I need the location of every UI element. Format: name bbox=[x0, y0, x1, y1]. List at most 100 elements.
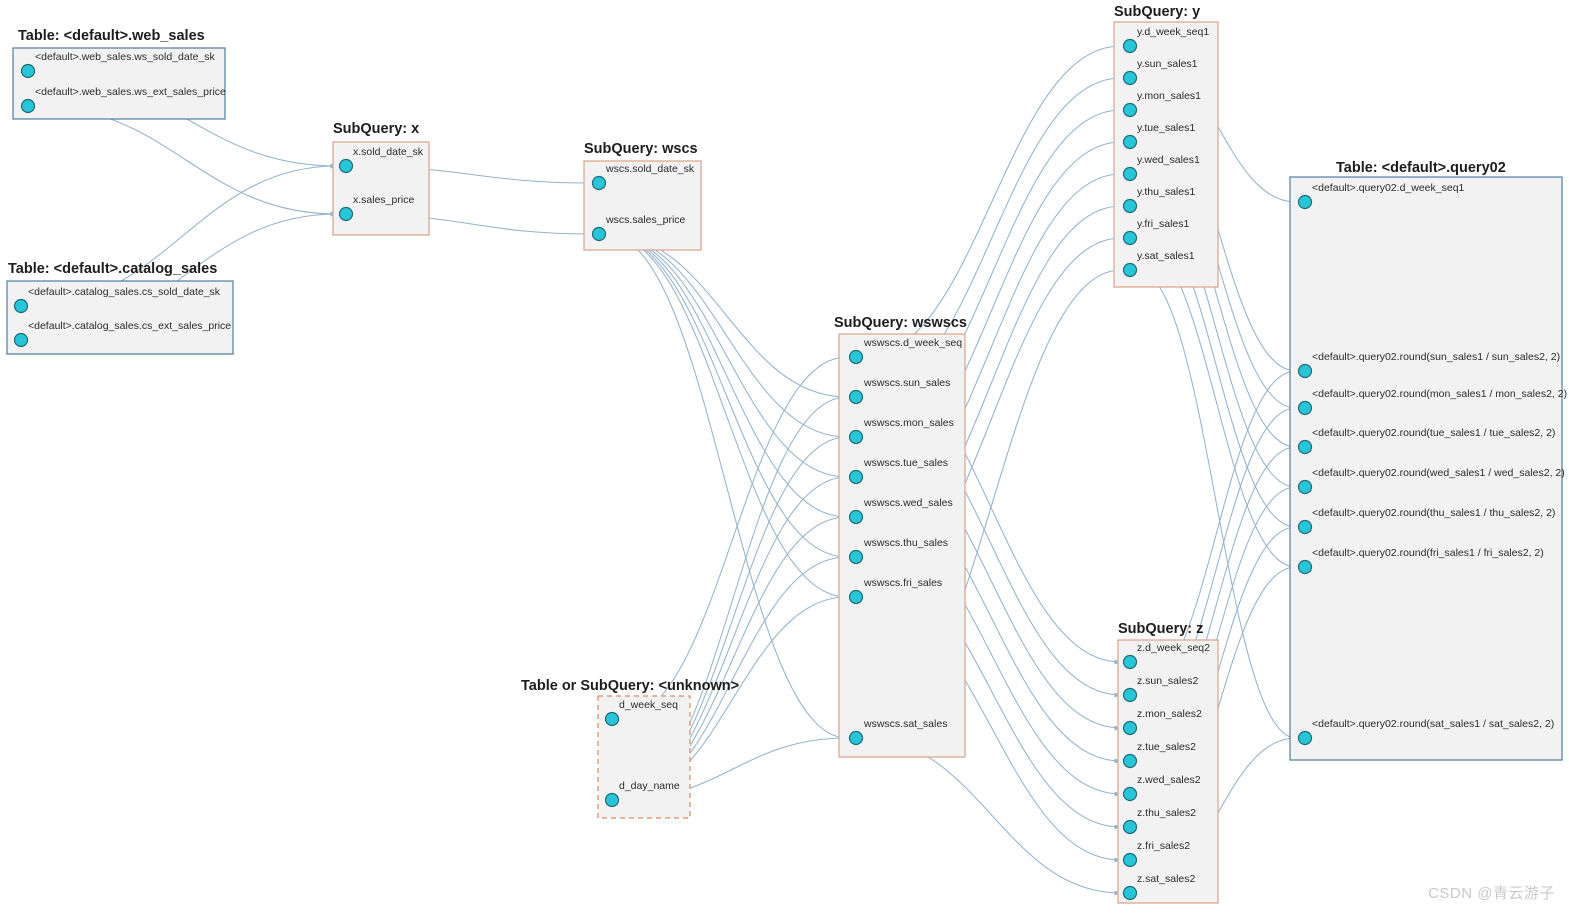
column-node-cs_sold_date_sk[interactable] bbox=[13, 298, 29, 314]
edge-layer bbox=[27, 43, 1297, 896]
node-label-y_mon_sales1: y.mon_sales1 bbox=[1137, 90, 1201, 102]
node-label-q_d_week_seq1: <default>.query02.d_week_seq1 bbox=[1312, 182, 1465, 194]
node-label-ws_sold_date_sk: <default>.web_sales.ws_sold_date_sk bbox=[35, 51, 216, 63]
column-node-y_sun_sales1[interactable] bbox=[1122, 70, 1138, 86]
column-node-q_thu[interactable] bbox=[1297, 519, 1313, 535]
node-label-q_thu: <default>.query02.round(thu_sales1 / thu… bbox=[1312, 507, 1555, 519]
group-title-y: SubQuery: y bbox=[1114, 4, 1200, 20]
node-label-wswscs_wed_sales: wswscs.wed_sales bbox=[863, 497, 953, 509]
group-title-web_sales: Table: <default>.web_sales bbox=[18, 28, 205, 44]
column-node-d_day_name[interactable] bbox=[604, 792, 620, 808]
node-label-wswscs_fri_sales: wswscs.fri_sales bbox=[863, 577, 942, 589]
group-title-catalog_sales: Table: <default>.catalog_sales bbox=[8, 261, 217, 277]
column-node-wswscs_fri_sales[interactable] bbox=[848, 589, 864, 605]
node-label-cs_sold_date_sk: <default>.catalog_sales.cs_sold_date_sk bbox=[28, 286, 221, 298]
column-node-q_sat[interactable] bbox=[1297, 730, 1313, 746]
group-box-query02[interactable] bbox=[1289, 176, 1563, 761]
node-label-y_wed_sales1: y.wed_sales1 bbox=[1137, 154, 1200, 166]
group-title-z: SubQuery: z bbox=[1118, 621, 1203, 637]
node-label-q_fri: <default>.query02.round(fri_sales1 / fri… bbox=[1312, 547, 1544, 559]
group-box-wswscs[interactable] bbox=[838, 333, 966, 758]
column-node-z_mon_sales2[interactable] bbox=[1122, 720, 1138, 736]
group-title-unknown: Table or SubQuery: <unknown> bbox=[521, 678, 739, 694]
column-node-z_sat_sales2[interactable] bbox=[1122, 885, 1138, 901]
node-label-wswscs_tue_sales: wswscs.tue_sales bbox=[863, 457, 948, 469]
column-node-z_d_week_seq2[interactable] bbox=[1122, 654, 1138, 670]
node-label-wscs_sold_date_sk: wscs.sold_date_sk bbox=[605, 163, 695, 175]
node-label-z_fri_sales2: z.fri_sales2 bbox=[1137, 840, 1190, 852]
node-label-z_thu_sales2: z.thu_sales2 bbox=[1137, 807, 1196, 819]
node-label-x_sales_price: x.sales_price bbox=[353, 194, 414, 206]
node-label-q_wed: <default>.query02.round(wed_sales1 / wed… bbox=[1312, 467, 1565, 479]
column-node-cs_ext_sales_price[interactable] bbox=[13, 332, 29, 348]
node-label-cs_ext_sales_price: <default>.catalog_sales.cs_ext_sales_pri… bbox=[28, 320, 231, 332]
node-label-x_sold_date_sk: x.sold_date_sk bbox=[353, 146, 424, 158]
node-label-wscs_sales_price: wscs.sales_price bbox=[605, 214, 686, 226]
node-label-z_mon_sales2: z.mon_sales2 bbox=[1137, 708, 1202, 720]
node-label-z_wed_sales2: z.wed_sales2 bbox=[1137, 774, 1201, 786]
group-box-web_sales[interactable] bbox=[12, 47, 226, 120]
node-label-y_sat_sales1: y.sat_sales1 bbox=[1137, 250, 1195, 262]
column-node-q_d_week_seq1[interactable] bbox=[1297, 194, 1313, 210]
column-node-q_mon[interactable] bbox=[1297, 400, 1313, 416]
column-node-wswscs_thu_sales[interactable] bbox=[848, 549, 864, 565]
column-node-y_fri_sales1[interactable] bbox=[1122, 230, 1138, 246]
column-node-z_tue_sales2[interactable] bbox=[1122, 753, 1138, 769]
column-node-y_d_week_seq1[interactable] bbox=[1122, 38, 1138, 54]
column-node-y_thu_sales1[interactable] bbox=[1122, 198, 1138, 214]
node-label-wswscs_d_week_seq: wswscs.d_week_seq bbox=[863, 337, 962, 349]
lineage-edge bbox=[605, 233, 848, 440]
node-label-y_d_week_seq1: y.d_week_seq1 bbox=[1137, 26, 1209, 38]
column-node-z_sun_sales2[interactable] bbox=[1122, 687, 1138, 703]
node-label-d_day_name: d_day_name bbox=[619, 780, 680, 792]
node-label-wswscs_mon_sales: wswscs.mon_sales bbox=[863, 417, 954, 429]
column-node-y_sat_sales1[interactable] bbox=[1122, 262, 1138, 278]
column-node-z_fri_sales2[interactable] bbox=[1122, 852, 1138, 868]
node-label-d_week_seq: d_week_seq bbox=[619, 699, 678, 711]
column-node-z_wed_sales2[interactable] bbox=[1122, 786, 1138, 802]
node-label-q_tue: <default>.query02.round(tue_sales1 / tue… bbox=[1312, 427, 1555, 439]
column-node-wswscs_d_week_seq[interactable] bbox=[848, 349, 864, 365]
node-label-q_mon: <default>.query02.round(mon_sales1 / mon… bbox=[1312, 388, 1567, 400]
column-node-x_sales_price[interactable] bbox=[338, 206, 354, 222]
column-node-ws_ext_sales_price[interactable] bbox=[20, 98, 36, 114]
node-layer: <default>.web_sales.ws_sold_date_sk <defa… bbox=[13, 26, 1567, 901]
group-title-wswscs: SubQuery: wswscs bbox=[834, 315, 967, 331]
column-node-wswscs_tue_sales[interactable] bbox=[848, 469, 864, 485]
lineage-edge bbox=[605, 233, 848, 520]
column-node-z_thu_sales2[interactable] bbox=[1122, 819, 1138, 835]
column-node-ws_sold_date_sk[interactable] bbox=[20, 63, 36, 79]
column-node-wswscs_mon_sales[interactable] bbox=[848, 429, 864, 445]
lineage-edge bbox=[1136, 269, 1297, 741]
node-label-ws_ext_sales_price: <default>.web_sales.ws_ext_sales_price bbox=[35, 86, 226, 98]
group-box-catalog_sales[interactable] bbox=[6, 280, 234, 355]
column-node-x_sold_date_sk[interactable] bbox=[338, 158, 354, 174]
column-node-q_fri[interactable] bbox=[1297, 559, 1313, 575]
column-node-wswscs_sat_sales[interactable] bbox=[848, 730, 864, 746]
column-node-wswscs_sun_sales[interactable] bbox=[848, 389, 864, 405]
column-node-d_week_seq[interactable] bbox=[604, 711, 620, 727]
node-label-z_tue_sales2: z.tue_sales2 bbox=[1137, 741, 1196, 753]
lineage-edge bbox=[605, 233, 848, 560]
column-node-y_tue_sales1[interactable] bbox=[1122, 134, 1138, 150]
column-node-q_tue[interactable] bbox=[1297, 439, 1313, 455]
node-label-z_sun_sales2: z.sun_sales2 bbox=[1137, 675, 1198, 687]
column-node-wscs_sold_date_sk[interactable] bbox=[591, 175, 607, 191]
node-label-y_thu_sales1: y.thu_sales1 bbox=[1137, 186, 1195, 198]
column-node-q_wed[interactable] bbox=[1297, 479, 1313, 495]
node-label-wswscs_thu_sales: wswscs.thu_sales bbox=[863, 537, 948, 549]
node-label-y_fri_sales1: y.fri_sales1 bbox=[1137, 218, 1189, 230]
column-node-wscs_sales_price[interactable] bbox=[591, 226, 607, 242]
column-node-y_mon_sales1[interactable] bbox=[1122, 102, 1138, 118]
column-node-q_sun[interactable] bbox=[1297, 363, 1313, 379]
column-node-wswscs_wed_sales[interactable] bbox=[848, 509, 864, 525]
node-label-q_sun: <default>.query02.round(sun_sales1 / sun… bbox=[1312, 351, 1560, 363]
node-label-z_d_week_seq2: z.d_week_seq2 bbox=[1137, 642, 1210, 654]
lineage-edge bbox=[605, 233, 848, 480]
node-label-wswscs_sun_sales: wswscs.sun_sales bbox=[863, 377, 950, 389]
column-node-y_wed_sales1[interactable] bbox=[1122, 166, 1138, 182]
lineage-edge bbox=[605, 233, 848, 741]
lineage-edge bbox=[605, 233, 848, 600]
